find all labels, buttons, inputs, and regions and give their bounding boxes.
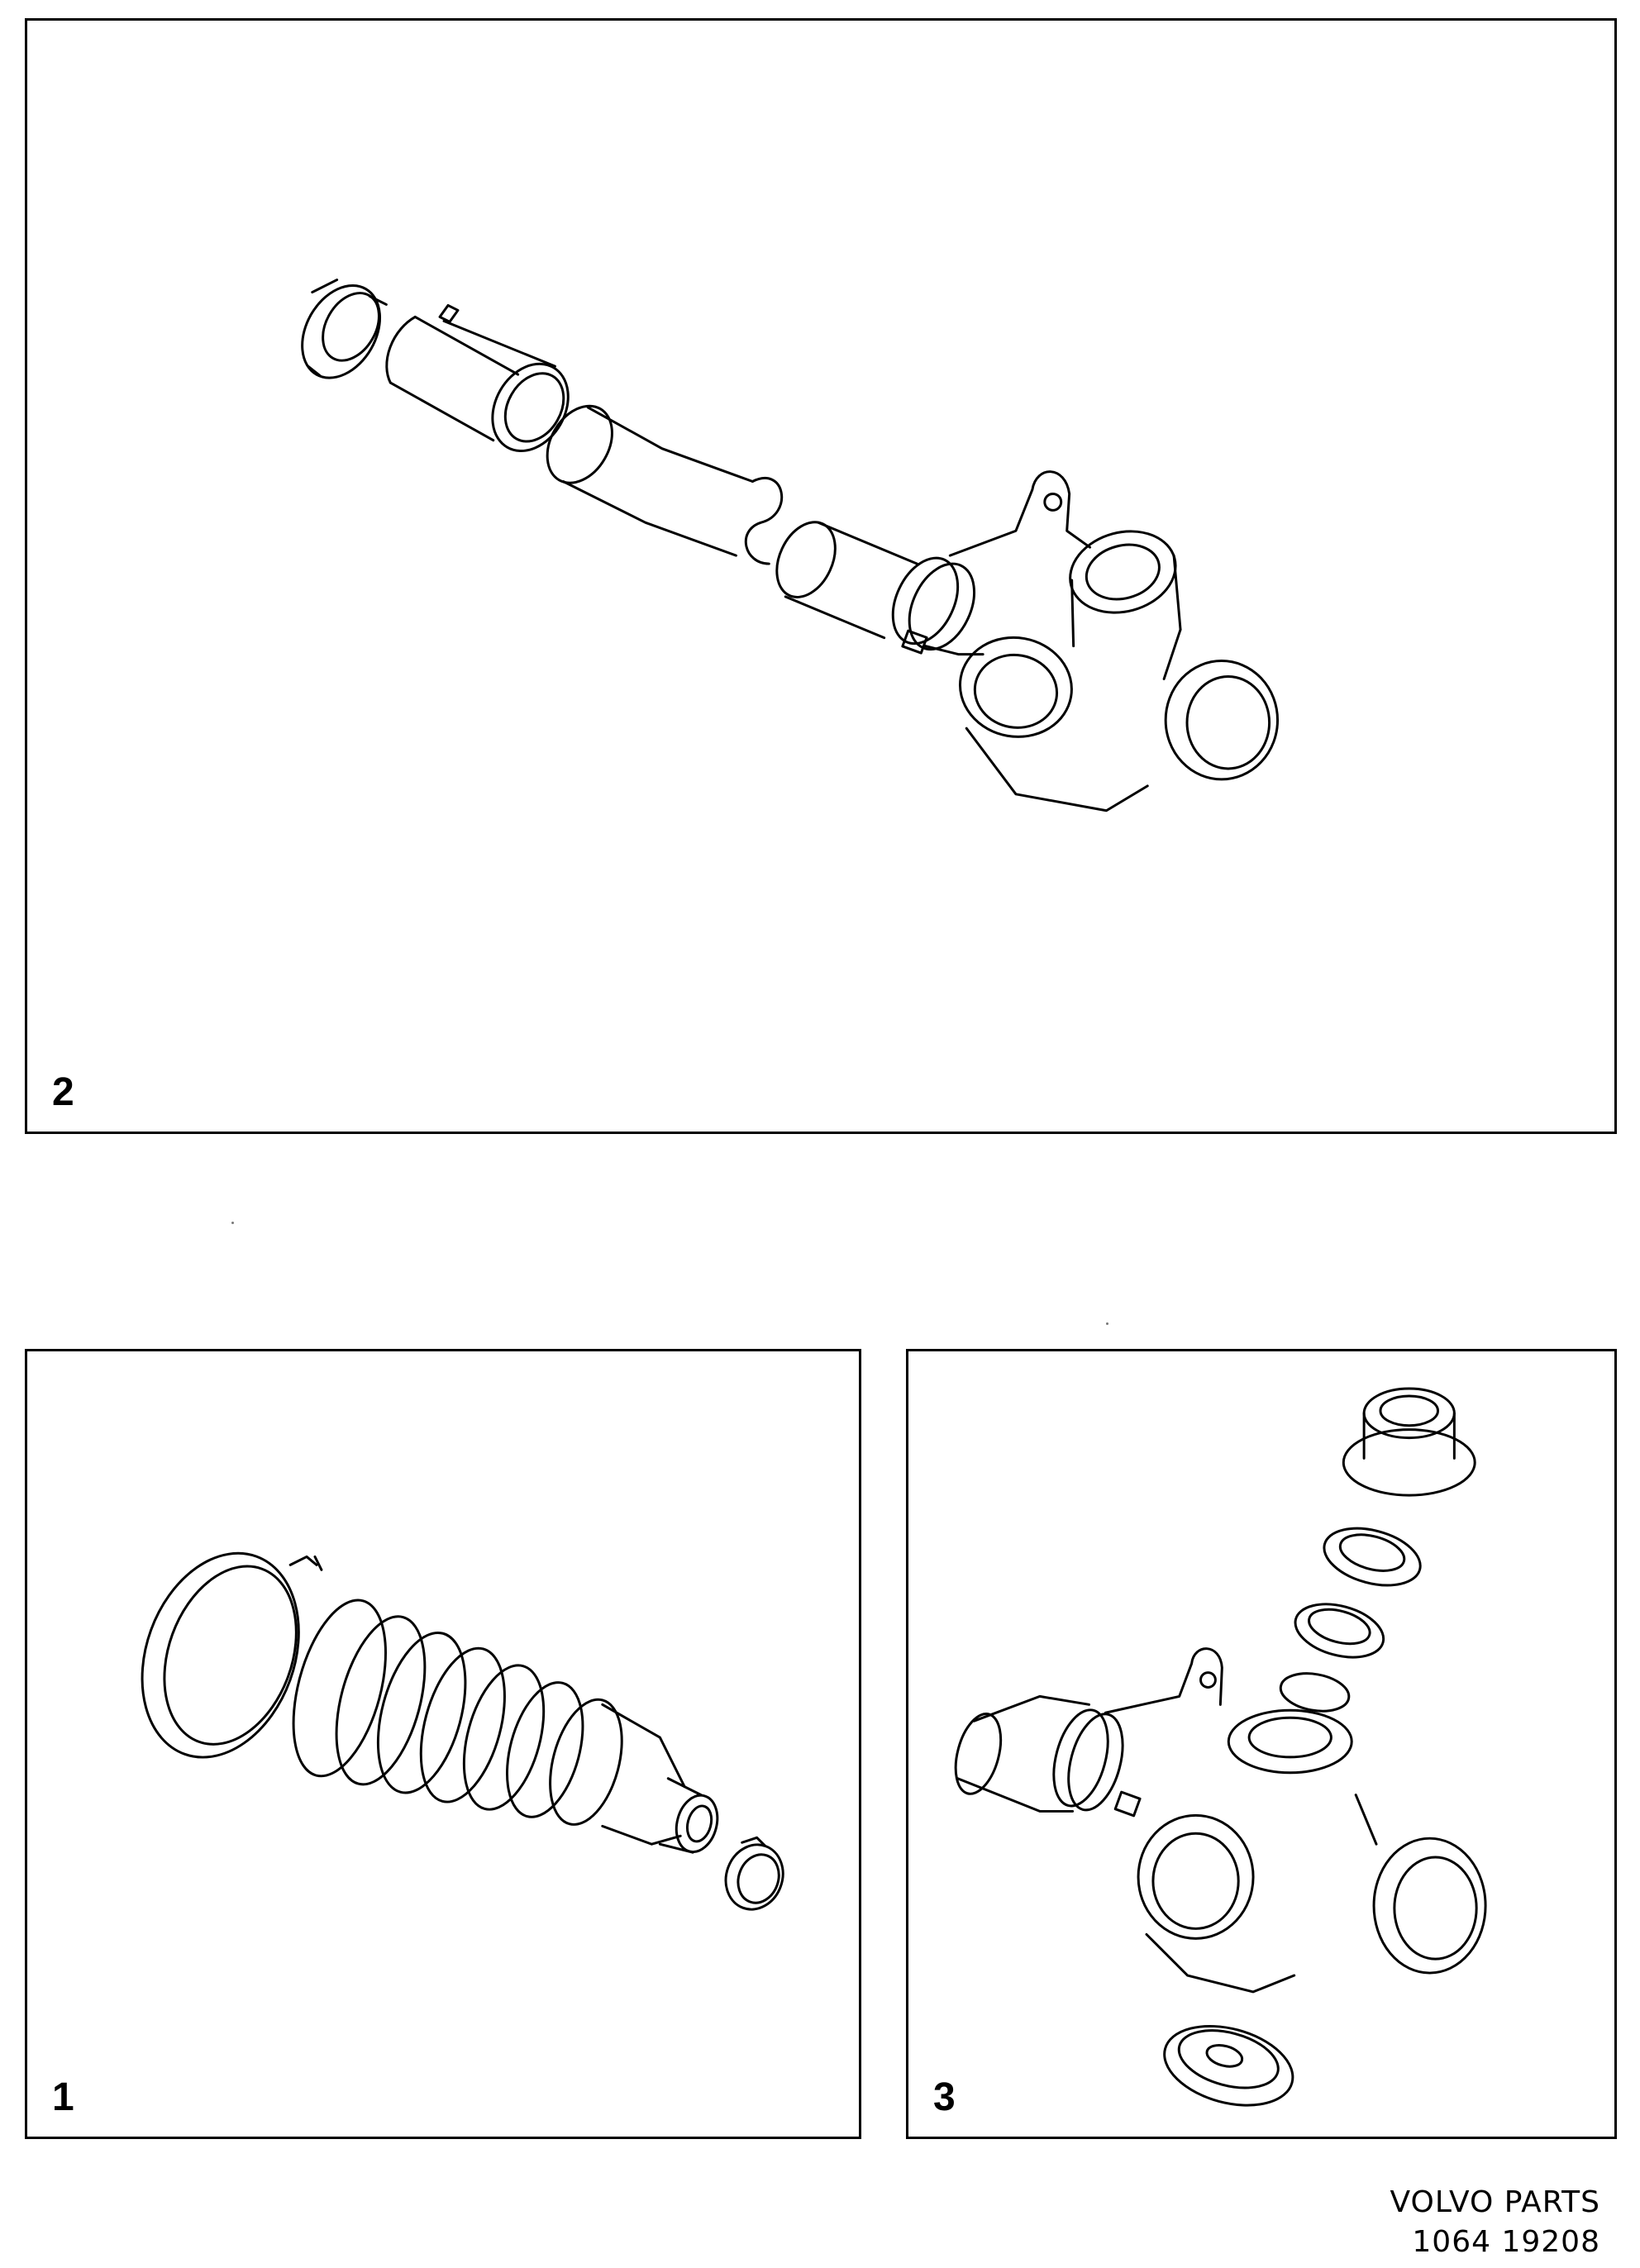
panel-number: 1: [52, 2075, 74, 2119]
small-clamp: [724, 1836, 784, 1911]
snap-ring: [1279, 1672, 1351, 1713]
footer-part-code: 1064 19208: [1412, 2225, 1600, 2259]
needle-bearing: [1294, 1603, 1385, 1659]
rack-housing-illustration: [301, 279, 1280, 812]
upper-bearing: [1323, 1527, 1422, 1587]
panel-number: 3: [933, 2075, 956, 2119]
print-speck: [231, 1222, 234, 1224]
panel-number: 2: [52, 1070, 74, 1114]
sleeve-tube: [546, 404, 784, 565]
lower-bearing: [1163, 2024, 1294, 2107]
rack-tube: [775, 521, 975, 655]
print-speck: [1106, 1322, 1108, 1325]
figure-panel-2: 2: [25, 18, 1617, 1134]
figure-panel-1: 1: [25, 1349, 861, 2139]
valve-housing: [923, 470, 1280, 812]
bellows-boot: [292, 1599, 719, 1854]
figure-panel-3: 3: [906, 1349, 1617, 2139]
footer-brand: VOLVO PARTS: [1390, 2185, 1600, 2219]
pinion-housing: [954, 1647, 1487, 1994]
bellows-illustration: [141, 1551, 784, 1911]
large-clamp: [141, 1551, 323, 1759]
pinion-housing-illustration: [954, 1387, 1487, 2107]
top-seal-cap: [1342, 1387, 1476, 1497]
adjusting-nut: [301, 279, 388, 379]
split-bushing: [385, 303, 570, 453]
